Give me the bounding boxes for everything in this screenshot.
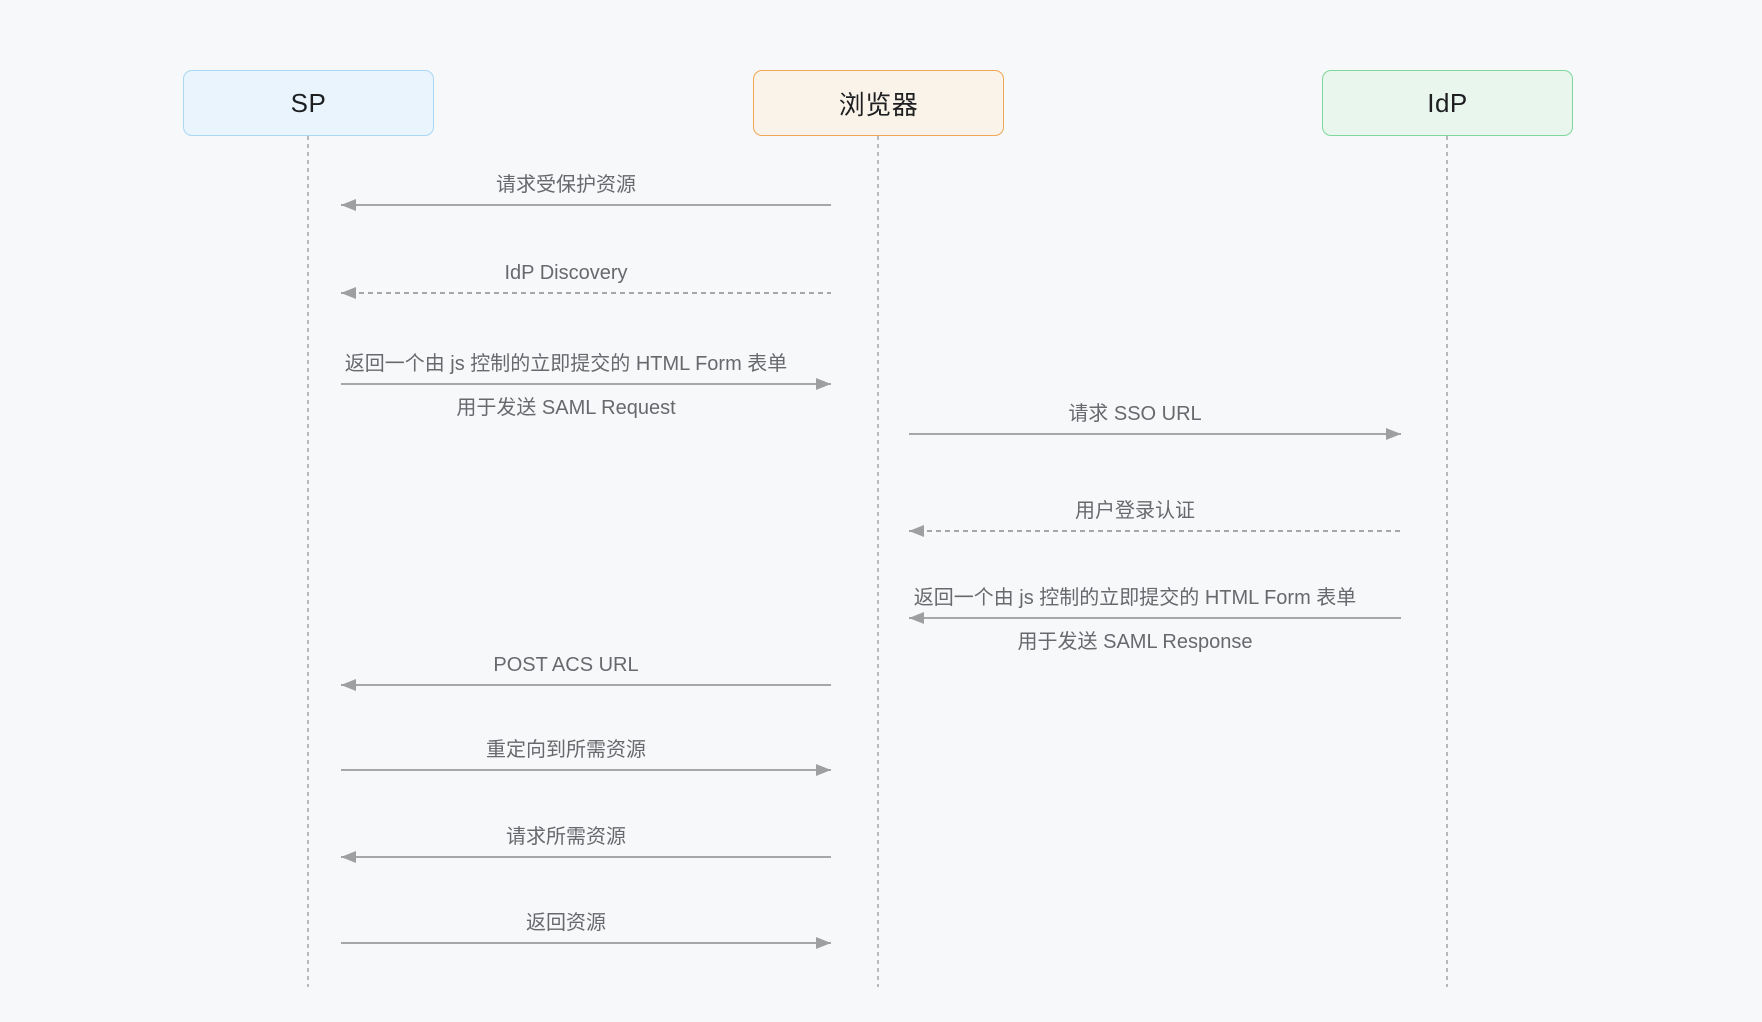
lifeline-sp	[307, 136, 309, 987]
arrow-right-icon	[341, 378, 831, 390]
lifeline-idp	[1446, 136, 1448, 987]
message-label: POST ACS URL	[493, 654, 639, 676]
arrow-left-icon	[341, 199, 831, 211]
lifeline-browser	[877, 136, 879, 987]
arrow-left-icon	[341, 851, 831, 863]
message-label: 请求受保护资源	[496, 174, 636, 196]
message-label: 返回资源	[526, 912, 606, 934]
arrow-right-icon	[341, 764, 831, 776]
actor-box-idp: IdP	[1322, 70, 1573, 136]
message-label: 返回一个由 js 控制的立即提交的 HTML Form 表单	[344, 353, 788, 375]
arrow-right-icon	[341, 937, 831, 949]
message-label: 请求 SSO URL	[1068, 403, 1202, 425]
message-sublabel: 用于发送 SAML Response	[1017, 631, 1253, 653]
message-label: 用户登录认证	[1075, 500, 1195, 522]
message-label: 请求所需资源	[506, 826, 626, 848]
message-sublabel: 用于发送 SAML Request	[456, 397, 676, 419]
actor-box-sp: SP	[183, 70, 434, 136]
arrow-right-icon	[909, 428, 1401, 440]
message-label: 返回一个由 js 控制的立即提交的 HTML Form 表单	[913, 587, 1357, 609]
message-label: IdP Discovery	[504, 262, 628, 284]
arrow-left-icon	[909, 612, 1401, 624]
actor-label-idp: IdP	[1427, 87, 1468, 118]
actor-label-sp: SP	[290, 87, 327, 118]
actor-box-browser: 浏览器	[753, 70, 1004, 136]
actor-label-browser: 浏览器	[838, 89, 919, 120]
arrow-left-icon	[909, 525, 1401, 537]
arrow-left-icon	[341, 287, 831, 299]
message-label: 重定向到所需资源	[486, 739, 646, 761]
arrow-left-icon	[341, 679, 831, 691]
